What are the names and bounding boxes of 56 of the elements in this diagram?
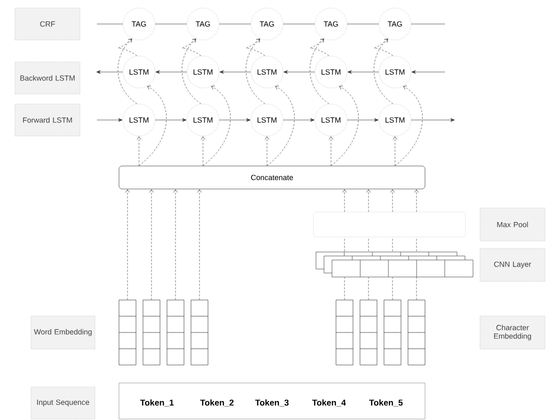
token-label: Token_2 [200, 399, 234, 407]
arrow [136, 136, 142, 166]
embedding-vector [408, 300, 426, 366]
arrow [219, 118, 250, 122]
feature-map-stack [316, 252, 474, 278]
arrow [342, 189, 347, 212]
arrow [328, 136, 334, 166]
arrow [246, 38, 266, 104]
token-label: Token_1 [140, 399, 174, 407]
arrow [348, 70, 379, 74]
arrow [155, 118, 186, 122]
embedding-vector [118, 300, 136, 366]
arrow [197, 189, 202, 300]
arrow [283, 118, 314, 122]
arrow [182, 38, 202, 104]
token-label: Token_5 [369, 399, 403, 407]
arrow [118, 38, 138, 104]
arrow [96, 70, 123, 74]
arrow [412, 70, 446, 74]
arrow [347, 118, 378, 122]
max-pool-box [313, 212, 466, 238]
arrow [394, 86, 423, 166]
arrow [246, 38, 266, 56]
embedding-vector [384, 300, 402, 366]
arrow [266, 86, 295, 166]
input-sequence-box [118, 382, 426, 420]
arrow [138, 86, 167, 166]
arrow [390, 189, 395, 212]
token-label: Token_4 [312, 399, 346, 407]
arrow [374, 38, 394, 104]
arrow [149, 189, 154, 300]
arrow [182, 38, 202, 56]
arrow [156, 70, 187, 74]
embedding-vector [360, 300, 378, 366]
arrow [310, 38, 330, 104]
arrow [330, 86, 359, 166]
arrow [96, 118, 122, 122]
embedding-vector [336, 300, 354, 366]
arrow [284, 70, 315, 74]
embedding-vector [166, 300, 184, 366]
embedding-vector [142, 300, 160, 366]
arrow [411, 118, 455, 122]
arrow [125, 189, 130, 300]
arrow [366, 189, 371, 212]
arrow [414, 189, 419, 212]
arrow [374, 38, 394, 56]
token-label: Token_3 [255, 399, 289, 407]
arrow [310, 38, 330, 56]
arrow [392, 136, 398, 166]
arrow [220, 70, 251, 74]
arrow [200, 136, 206, 166]
arrow [118, 38, 138, 56]
arrow [202, 86, 231, 166]
arrow [264, 136, 270, 166]
embedding-vector [190, 300, 208, 366]
arrow [173, 189, 178, 300]
